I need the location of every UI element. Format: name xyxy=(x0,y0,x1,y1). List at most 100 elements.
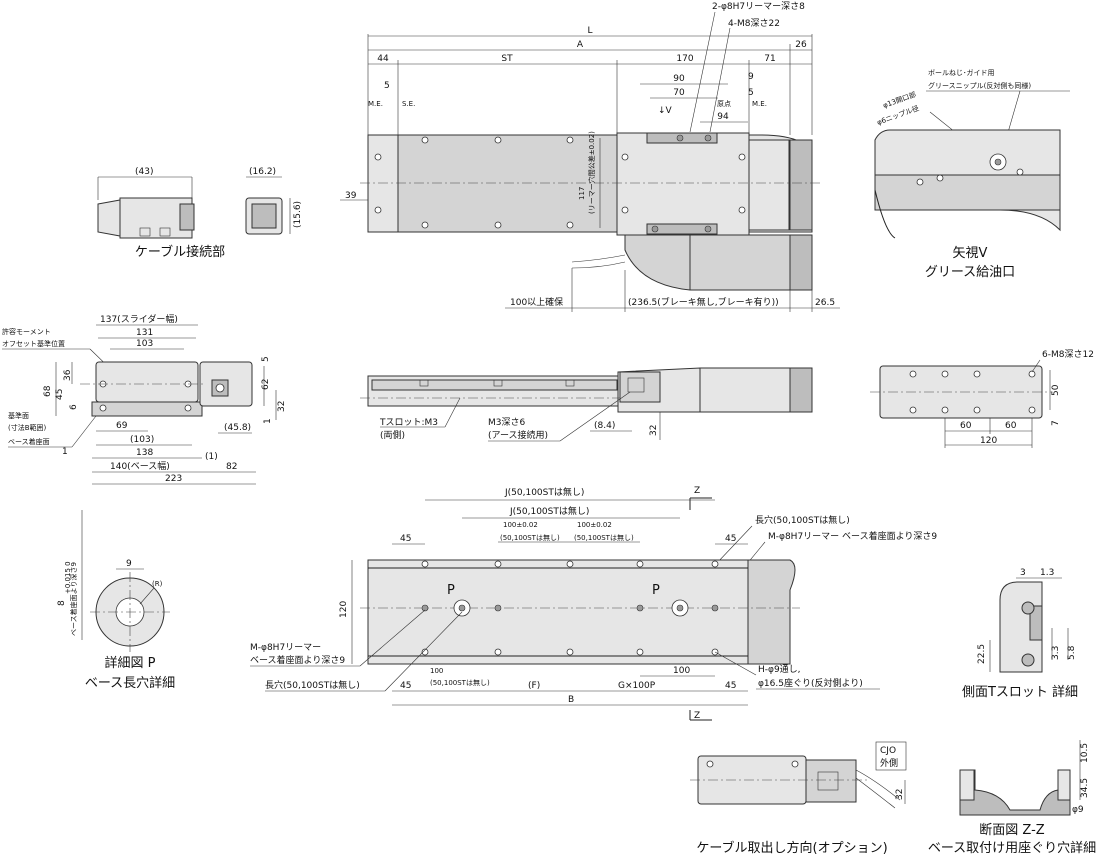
callout-mphi2a: M-φ8H7リーマー xyxy=(250,643,321,653)
dim-t3-3: 3.3 xyxy=(1051,646,1061,660)
callout-6m8: 6-M8深さ12 xyxy=(1042,349,1094,360)
dim-c16-2: (16.2) xyxy=(249,167,276,177)
dim-45: 45 xyxy=(55,389,65,400)
callout-long1: 長穴(50,100STは無し) xyxy=(755,514,850,526)
dim-c43: (43) xyxy=(135,167,153,177)
dim-138: 138 xyxy=(136,448,153,458)
detail-p-view: ベース着座面より深さ9 9 8 +0.015 0 (R) 詳細図 P ベース長穴… xyxy=(57,510,175,691)
label-m3-1: M3深さ6 xyxy=(488,417,525,428)
dim-170: 170 xyxy=(676,54,693,64)
dim-71: 71 xyxy=(764,54,775,64)
dim-L: L xyxy=(587,26,592,36)
dim-32-end: 32 xyxy=(277,401,287,412)
dim-5-right: 5 xyxy=(748,88,754,98)
dim-26-5: 26.5 xyxy=(815,298,835,308)
label-p-r: (R) xyxy=(152,580,163,588)
dim-70: 70 xyxy=(673,88,685,98)
note-moment2: オフセット基準位置 xyxy=(2,339,65,348)
side-view: Tスロット:M3 (両側) M3深さ6 (アース接続用) (8.4) 32 xyxy=(360,367,813,442)
section-z-top: Z xyxy=(694,486,700,496)
dim-o32: 32 xyxy=(895,789,905,800)
dim-t1-3: 1.3 xyxy=(1040,568,1054,578)
dim-117-note: (リーマー穴間公差±0.02) xyxy=(587,131,596,214)
dim-ST: ST xyxy=(501,54,513,64)
dim-32-side: 32 xyxy=(649,425,659,436)
callout-2phi8: 2-φ8H7リーマー深さ8 xyxy=(712,1,805,12)
dim-131: 131 xyxy=(136,328,153,338)
caption-cable: ケーブル接続部 xyxy=(135,244,225,260)
bottom-view: J(50,100STは無し) J(50,100STは無し) Z 100±0.02… xyxy=(250,486,937,721)
callout-long2: 長穴(50,100STは無し) xyxy=(265,679,360,691)
callout-h1: H-φ9通し, xyxy=(758,664,801,675)
dim-A: A xyxy=(577,40,584,50)
callout-mphi2b: ベース着座面より深さ9 xyxy=(250,654,345,666)
dim-9: 9 xyxy=(748,72,754,82)
note-moment1: 許容モーメント xyxy=(2,327,51,336)
callout-mphi1: M-φ8H7リーマー ベース着座面より深さ9 xyxy=(768,530,937,542)
label-origin: 原点 xyxy=(717,100,731,108)
dim-z10-5: 10.5 xyxy=(1080,743,1090,763)
dim-J2: J(50,100STは無し) xyxy=(509,505,589,517)
dim-82: 82 xyxy=(226,462,237,472)
label-p2: P xyxy=(652,583,660,598)
dim-117: 117 xyxy=(578,187,586,200)
dim-zphi9: φ9 xyxy=(1072,805,1084,815)
dim-8-4: (8.4) xyxy=(594,421,615,431)
dim-39: 39 xyxy=(345,191,357,201)
dim-36: 36 xyxy=(63,369,73,381)
dim-100a: 100±0.02 xyxy=(503,521,538,529)
dim-p9: 9 xyxy=(126,559,132,569)
dim-45d: 45 xyxy=(725,681,736,691)
dim-1a: 1 xyxy=(62,447,68,457)
label-phi6: φ6ニップル径 xyxy=(876,103,920,127)
dim-236: (236.5(ブレーキ無し,ブレーキ有り)) xyxy=(628,296,779,308)
dim-100c: 100 xyxy=(430,667,443,675)
dim-6: 6 xyxy=(69,404,79,410)
dim-z34-5: 34.5 xyxy=(1080,778,1090,798)
dim-140: 140(ベース幅) xyxy=(110,460,170,472)
dim-103: 103 xyxy=(136,339,153,349)
end-view: 137(スライダー幅) 131 103 許容モーメント オフセット基準位置 68… xyxy=(2,313,287,485)
caption-detail-p1: 詳細図 P xyxy=(105,655,156,671)
dim-45-8: (45.8) xyxy=(224,423,251,433)
detail-p-depth: ベース着座面より深さ9 xyxy=(69,562,78,636)
label-tslot2: (両側) xyxy=(380,429,405,441)
dim-100c-note: (50,100STは無し) xyxy=(430,678,490,687)
label-cjo2: 外側 xyxy=(880,757,898,769)
dim-100a-note: (50,100STは無し) xyxy=(500,533,560,542)
label-tslot1: Tスロット:M3 xyxy=(379,418,438,428)
caption-detail-p2: ベース長穴詳細 xyxy=(85,675,175,691)
dim-94: 94 xyxy=(717,112,729,122)
dim-137: 137(スライダー幅) xyxy=(100,313,178,325)
caption-option: ケーブル取出し方向(オプション) xyxy=(696,840,887,856)
dim-J1: J(50,100STは無し) xyxy=(504,486,584,498)
dim-103b: (103) xyxy=(130,435,154,445)
dim-t3: 3 xyxy=(1020,568,1026,578)
label-se: S.E. xyxy=(402,100,415,108)
caption-tslot: 側面Tスロット 詳細 xyxy=(962,684,1078,700)
label-grease1: ボールねじ･ガイド用 xyxy=(928,68,995,77)
dim-60b: 60 xyxy=(1005,421,1017,431)
dim-120-bottom: 120 xyxy=(339,601,349,618)
note-base: ベース着座面 xyxy=(8,437,50,446)
dim-223: 223 xyxy=(165,474,182,484)
dim-50: 50 xyxy=(1051,384,1061,396)
dim-p8: 8 xyxy=(57,600,67,606)
dim-69: 69 xyxy=(116,421,128,431)
caption-view-v2: グリース給油口 xyxy=(925,265,1015,280)
label-arrow-v: ↓V xyxy=(658,106,673,116)
section-z-bottom: Z xyxy=(694,711,700,721)
dim-1c: 1 xyxy=(263,418,273,424)
dim-5-end: 5 xyxy=(261,356,271,362)
dim-100b: 100±0.02 xyxy=(577,521,612,529)
dim-100b-note: (50,100STは無し) xyxy=(574,533,634,542)
dim-B: B xyxy=(568,695,574,705)
top-view: L A 26 44 ST 170 71 90 70 94 5 9 5 M.E. … xyxy=(340,1,840,312)
label-me-right: M.E. xyxy=(752,100,767,108)
dim-F: (F) xyxy=(528,681,540,691)
caption-section1: 断面図 Z-Z xyxy=(979,823,1045,838)
note-ref2: (寸法B範囲) xyxy=(8,423,47,432)
dim-68: 68 xyxy=(43,385,53,397)
dim-45b: 45 xyxy=(725,534,736,544)
